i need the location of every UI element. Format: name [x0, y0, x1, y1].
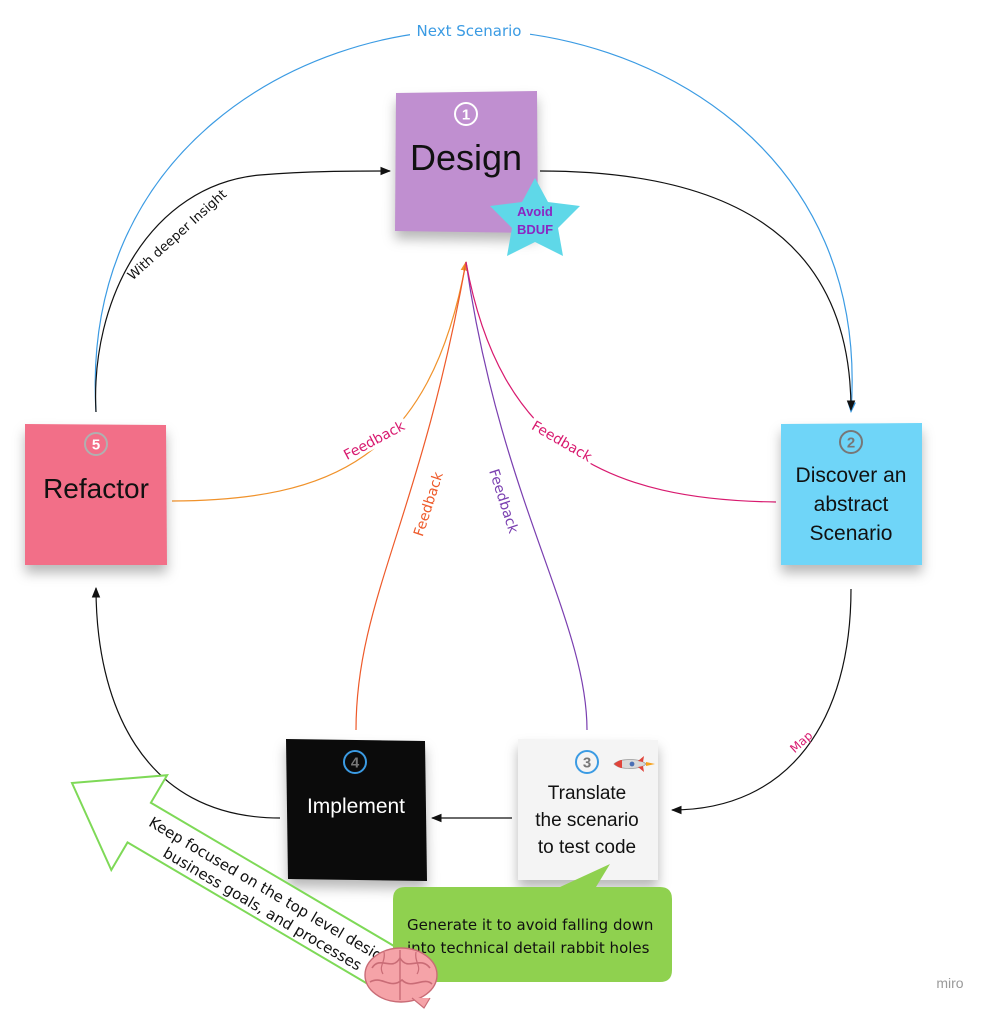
discover-line1: Discover an: [796, 464, 907, 487]
star-icon: [490, 178, 580, 256]
step-number-circle: [454, 102, 478, 126]
translate-line1: Translate: [548, 783, 627, 804]
step-number: 2: [847, 435, 855, 452]
brain-icon: [364, 947, 438, 1009]
feedback-label-refactor-text: Feedback: [341, 418, 408, 464]
star-line1: Avoid: [517, 204, 553, 219]
feedback-label-discover-text: Feedback: [529, 418, 596, 466]
feedback-label-translate-text: Feedback: [485, 467, 521, 536]
feedback-label-implement-text: Feedback: [411, 469, 447, 538]
discover-note[interactable]: 2 Discover an abstract Scenario: [781, 423, 922, 565]
callout-line1: Generate it to avoid falling down: [407, 916, 653, 934]
step-number-circle: [343, 750, 367, 774]
feedback-label-discover: Feedback: [526, 415, 598, 467]
step-number-circle: [575, 750, 599, 774]
next-scenario-label: Next Scenario: [417, 22, 522, 40]
callout-line2: into technical detail rabbit holes: [407, 939, 650, 957]
step-number-circle: [839, 430, 863, 454]
translate-line3: to test code: [538, 837, 636, 858]
step-number: 3: [583, 755, 591, 772]
step-number: 5: [92, 437, 100, 454]
with-deeper-insight-label: With deeper Insight: [125, 187, 230, 284]
step-number: 4: [351, 755, 360, 772]
refactor-title: Refactor: [43, 473, 149, 504]
feedback-from-implement-connector: [355, 261, 467, 731]
miro-watermark: miro: [936, 975, 963, 991]
feedback-label-refactor: Feedback: [337, 414, 410, 464]
star-line2: BDUF: [517, 222, 553, 237]
step-number-circle: [84, 432, 108, 456]
refactor-note[interactable]: 5 Refactor: [25, 424, 167, 565]
implement-title: Implement: [307, 795, 405, 818]
design-title: Design: [410, 137, 522, 178]
translate-line2: the scenario: [535, 810, 639, 831]
step-number: 1: [462, 107, 470, 124]
feedback-from-refactor-connector: [171, 261, 469, 502]
design-note[interactable]: 1 Design: [395, 91, 538, 233]
with-deeper-insight-connector: [94, 166, 392, 413]
implement-note[interactable]: 4 Implement: [286, 739, 427, 881]
feedback-label-translate: Feedback: [484, 463, 524, 539]
map-connector: [670, 588, 852, 815]
next-scenario-connector: [94, 20, 857, 414]
rocket-icon: [613, 756, 655, 772]
implement-to-refactor-connector: [91, 586, 281, 819]
feedback-from-translate-connector: [465, 261, 588, 731]
discover-line2: abstract: [814, 493, 889, 516]
map-label: Map: [787, 728, 815, 755]
callout-bubble: Generate it to avoid falling down into t…: [393, 864, 672, 982]
translate-note[interactable]: 3 Translate the scenario to test code: [518, 739, 658, 880]
avoid-bduf-star: Avoid BDUF: [490, 178, 580, 256]
discover-line3: Scenario: [810, 522, 893, 545]
design-to-discover-connector: [539, 170, 856, 412]
